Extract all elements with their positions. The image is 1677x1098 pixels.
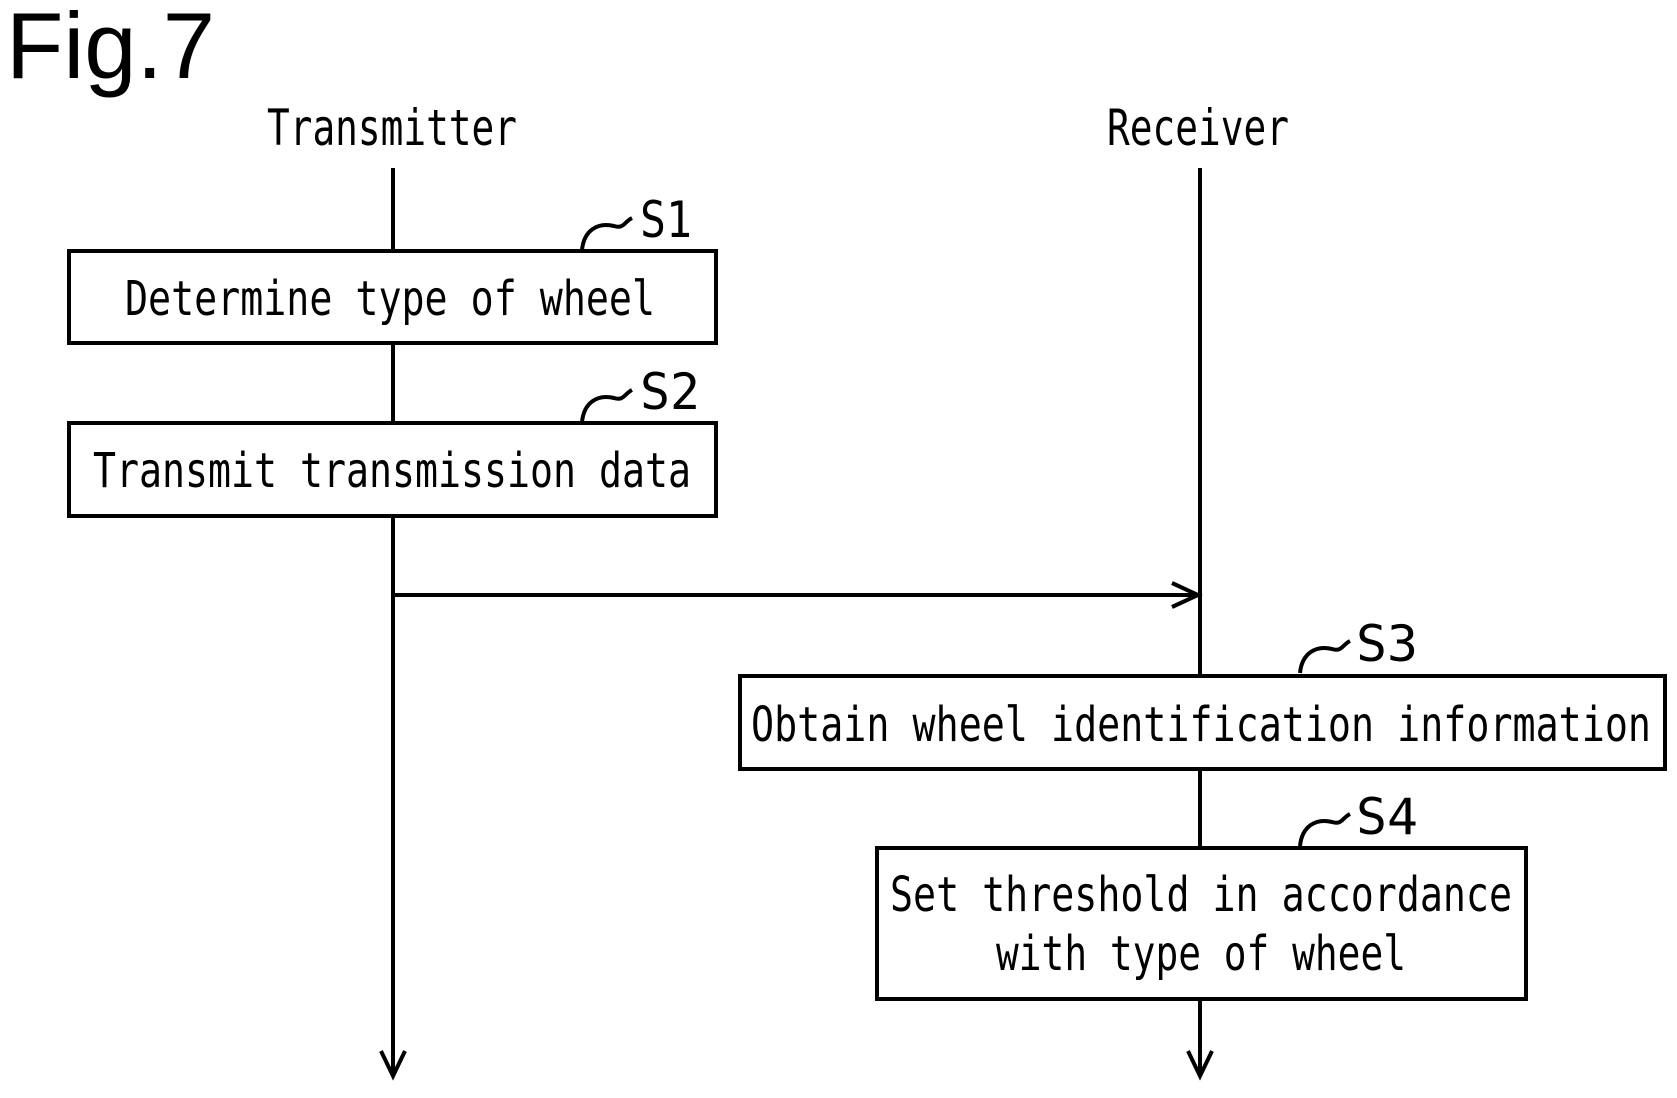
step-s3-label: S3 bbox=[1356, 615, 1418, 673]
step-s3: S3 Obtain wheel identification informati… bbox=[740, 615, 1665, 769]
step-s4-text-line-2: with type of wheel bbox=[996, 926, 1406, 982]
step-s4-text-line-1: Set threshold in accordance bbox=[890, 867, 1512, 923]
step-s2-text: Transmit transmission data bbox=[93, 443, 691, 499]
step-s1-leader bbox=[582, 218, 632, 250]
step-s3-leader bbox=[1300, 641, 1350, 673]
step-s1-label: S1 bbox=[640, 191, 692, 249]
step-s2-leader bbox=[582, 390, 632, 422]
lane-header-transmitter: Transmitter bbox=[267, 99, 517, 157]
figure-title: Fig.7 bbox=[6, 0, 215, 98]
step-s4-leader bbox=[1300, 814, 1350, 846]
step-s3-text: Obtain wheel identification information bbox=[751, 697, 1651, 753]
step-s1-text: Determine type of wheel bbox=[125, 271, 655, 327]
step-s2-label: S2 bbox=[640, 363, 700, 421]
lane-header-receiver: Receiver bbox=[1107, 99, 1289, 157]
step-s4-label: S4 bbox=[1356, 788, 1418, 846]
